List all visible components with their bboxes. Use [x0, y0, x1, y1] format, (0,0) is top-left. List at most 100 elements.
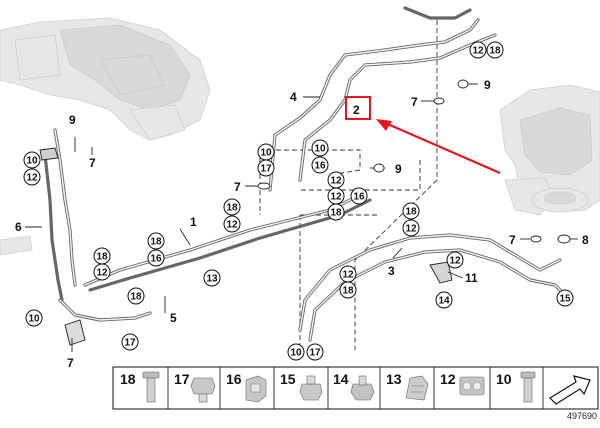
svg-text:15: 15	[280, 371, 296, 387]
svg-text:18: 18	[489, 46, 501, 57]
callout-18: 18	[486, 41, 504, 59]
svg-text:12: 12	[440, 371, 456, 387]
callout-17: 17	[306, 343, 324, 361]
label-5: 5	[170, 311, 177, 325]
svg-text:13: 13	[206, 274, 218, 285]
callout-12: 12	[446, 251, 464, 269]
callout-12: 12	[223, 215, 241, 233]
label-6: 6	[15, 220, 22, 234]
refrigerant-lines	[39, 6, 567, 346]
callout-12: 12	[339, 265, 357, 283]
highlight-arrow	[376, 119, 501, 175]
svg-text:12: 12	[342, 270, 354, 281]
svg-text:16: 16	[314, 161, 326, 172]
callout-18: 18	[127, 287, 145, 305]
circled-callouts: 10 10 10 10 10 12 12 12 12 12 12 12 12 1…	[23, 41, 574, 361]
svg-text:16: 16	[226, 371, 242, 387]
callout-16: 16	[147, 249, 165, 267]
legend-item-17: 17	[174, 371, 216, 403]
legend-item-16: 16	[226, 371, 267, 403]
callout-10: 10	[311, 139, 329, 157]
clip-icon	[459, 376, 485, 396]
label-9-c: 9	[395, 162, 402, 176]
callout-12: 12	[23, 168, 41, 186]
fittings	[257, 79, 571, 244]
svg-text:14: 14	[438, 296, 450, 307]
svg-text:17: 17	[174, 371, 190, 387]
highlight-box	[345, 96, 371, 120]
callout-10: 10	[287, 343, 305, 361]
callout-12: 12	[327, 171, 345, 189]
svg-text:12: 12	[96, 268, 108, 279]
svg-text:15: 15	[559, 294, 571, 305]
svg-text:13: 13	[386, 371, 402, 387]
svg-text:18: 18	[150, 237, 162, 248]
svg-text:10: 10	[28, 314, 40, 325]
bolt-icon	[520, 371, 536, 403]
clip-icon	[405, 375, 429, 401]
svg-text:18: 18	[342, 286, 354, 297]
label-7-e: 7	[67, 356, 74, 370]
label-9-b: 9	[484, 78, 491, 92]
svg-text:18: 18	[120, 371, 136, 387]
callout-18: 18	[93, 247, 111, 265]
label-9-a: 9	[69, 113, 76, 127]
legend-item-18: 18	[120, 371, 160, 403]
svg-text:12: 12	[472, 46, 484, 57]
label-4: 4	[290, 90, 297, 104]
legend-item-10: 10	[496, 371, 536, 403]
legend-item-13: 13	[386, 371, 429, 401]
callout-12: 12	[402, 219, 420, 237]
svg-text:16: 16	[150, 254, 162, 265]
parts-legend: 18 17 16 15	[112, 366, 599, 410]
callout-16: 16	[311, 156, 329, 174]
callout-15: 15	[556, 289, 574, 307]
callout-18: 18	[147, 232, 165, 250]
svg-text:18: 18	[130, 292, 142, 303]
label-7-b: 7	[234, 180, 241, 194]
callout-10: 10	[25, 309, 43, 327]
svg-text:17: 17	[260, 164, 272, 175]
nut-icon	[350, 375, 375, 401]
svg-text:18: 18	[96, 252, 108, 263]
nut-icon	[190, 377, 216, 403]
nut-icon	[299, 375, 323, 401]
compressor-drawing	[499, 84, 600, 216]
svg-text:12: 12	[330, 192, 342, 203]
legend-item-12: 12	[440, 371, 485, 396]
callout-18: 18	[223, 198, 241, 216]
heater-housing-drawing	[0, 17, 211, 256]
callout-10: 10	[257, 143, 275, 161]
legend-item-14: 14	[333, 371, 375, 401]
svg-text:12: 12	[26, 173, 38, 184]
callout-12: 12	[93, 263, 111, 281]
legend-item-15: 15	[280, 371, 323, 401]
callout-14: 14	[435, 291, 453, 309]
svg-text:12: 12	[449, 256, 461, 267]
svg-text:16: 16	[353, 192, 365, 203]
callout-18: 18	[327, 203, 345, 221]
dashed-leaders	[259, 20, 438, 350]
svg-text:10: 10	[260, 148, 272, 159]
callout-12: 12	[469, 41, 487, 59]
label-7-d: 7	[509, 233, 516, 247]
svg-text:17: 17	[309, 348, 321, 359]
label-7-a: 7	[89, 156, 96, 170]
clip-icon	[245, 375, 267, 403]
arrow-icon	[549, 375, 591, 405]
svg-text:18: 18	[405, 207, 417, 218]
label-3: 3	[388, 264, 395, 278]
svg-text:18: 18	[330, 208, 342, 219]
svg-text:10: 10	[496, 371, 512, 387]
callout-10: 10	[23, 151, 41, 169]
svg-text:10: 10	[314, 144, 326, 155]
callout-12: 12	[327, 187, 345, 205]
svg-text:10: 10	[26, 156, 38, 167]
callout-13: 13	[203, 269, 221, 287]
callout-18: 18	[402, 202, 420, 220]
label-11: 11	[465, 271, 478, 285]
svg-text:17: 17	[124, 338, 136, 349]
bolt-icon	[142, 371, 160, 403]
label-1: 1	[190, 215, 197, 229]
svg-text:12: 12	[226, 220, 238, 231]
